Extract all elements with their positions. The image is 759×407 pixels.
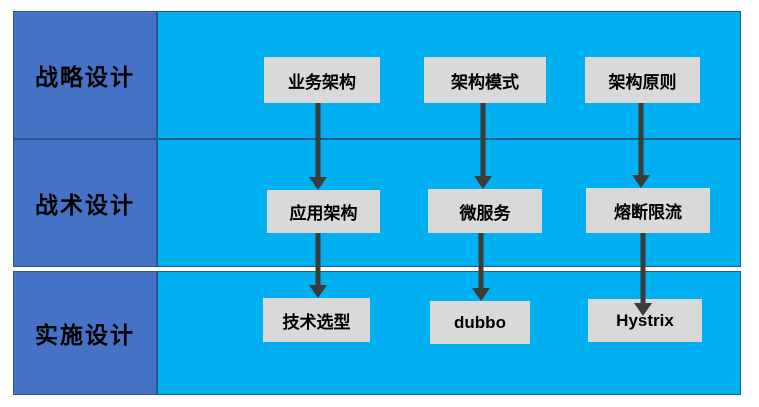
arrow-down-icon — [309, 285, 327, 298]
arrow-down-icon — [474, 176, 492, 189]
arrow-down-icon — [634, 303, 652, 316]
arrow-stem — [478, 233, 484, 289]
arrow-application-to-technology — [309, 233, 327, 298]
node-technology-selection: 技术选型 — [263, 298, 370, 342]
node-business-architecture: 业务架构 — [264, 57, 380, 103]
arrow-stem — [315, 233, 321, 286]
arrow-circuit-breaker-to-hystrix — [634, 233, 652, 316]
arrow-stem — [638, 103, 644, 176]
node-architecture-pattern: 架构模式 — [424, 57, 546, 103]
node-architecture-principle-label: 架构原则 — [608, 72, 677, 92]
arrow-down-icon — [472, 288, 490, 301]
sidebar-cell-strategic-design: 战略设计 — [13, 11, 157, 139]
strategic-design-label: 战略设计 — [35, 64, 135, 90]
sidebar-cell-tactical-design: 战术设计 — [13, 139, 157, 267]
node-microservice: 微服务 — [428, 189, 542, 233]
arrow-microservice-to-dubbo — [472, 233, 490, 301]
node-dubbo-label: dubbo — [454, 312, 506, 332]
implementation-design-label: 实施设计 — [35, 322, 135, 348]
node-hystrix-label: Hystrix — [616, 310, 674, 330]
sidebar-cell-implementation-design: 实施设计 — [13, 271, 157, 395]
node-microservice-label: 微服务 — [459, 203, 511, 223]
arrow-down-icon — [632, 175, 650, 188]
arrow-principle-to-circuit-breaker — [632, 103, 650, 188]
node-hystrix: Hystrix — [588, 299, 702, 342]
node-technology-selection-label: 技术选型 — [282, 312, 351, 332]
arrow-business-to-application — [309, 103, 327, 190]
node-circuit-breaker-rate-limit: 熔断限流 — [586, 188, 710, 233]
arrow-stem — [315, 103, 321, 178]
arrow-stem — [480, 103, 486, 177]
node-dubbo: dubbo — [430, 301, 530, 344]
node-business-architecture-label: 业务架构 — [288, 72, 356, 92]
arrow-pattern-to-microservice — [474, 103, 492, 189]
tactical-design-label: 战术设计 — [35, 192, 135, 218]
node-architecture-pattern-label: 架构模式 — [451, 72, 519, 92]
arrow-down-icon — [309, 177, 327, 190]
node-application-architecture-label: 应用架构 — [289, 204, 358, 223]
arrow-stem — [640, 233, 646, 304]
node-architecture-principle: 架构原则 — [585, 57, 700, 103]
node-circuit-breaker-rate-limit-label: 熔断限流 — [614, 203, 682, 222]
node-application-architecture: 应用架构 — [267, 190, 380, 233]
